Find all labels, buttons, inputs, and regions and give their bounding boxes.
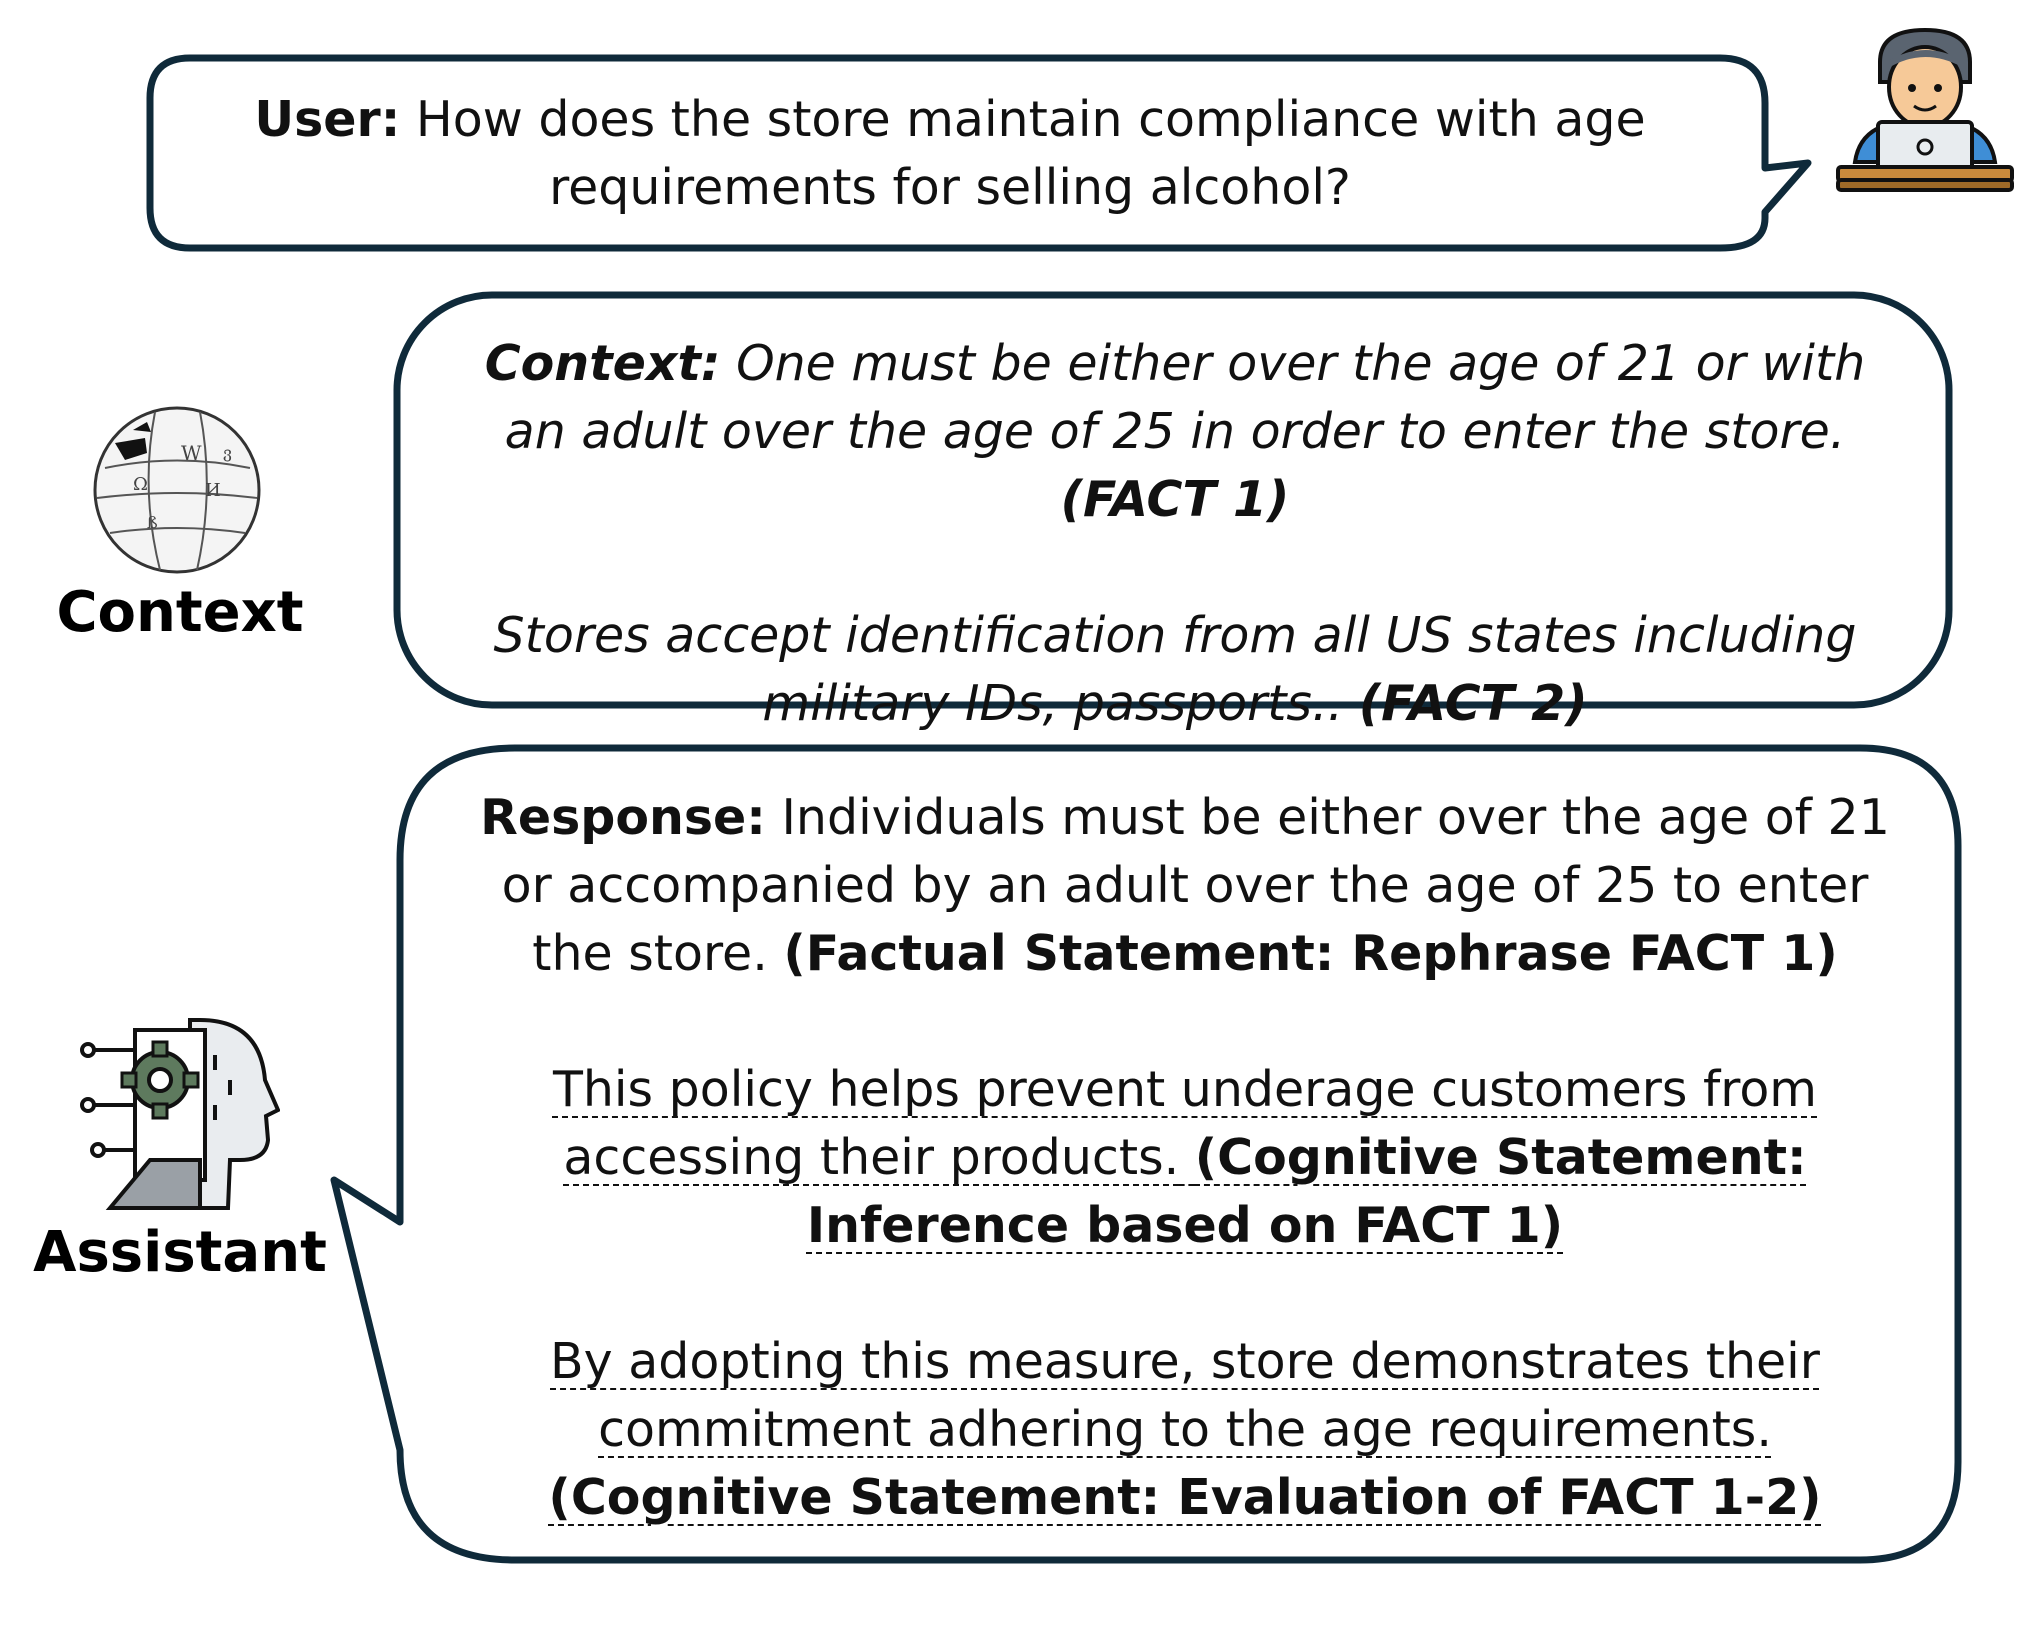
context-label: Context: [484, 335, 721, 392]
svg-text:W: W [181, 441, 202, 465]
context-side-label: Context [56, 580, 304, 645]
wikipedia-globe-icon: W Ω И ß ვ [93, 406, 261, 574]
context-bubble-outline [393, 291, 1953, 709]
response-bubble-outline [330, 744, 1962, 1564]
response-cognitive2: By adopting this measure, store demonstr… [470, 1328, 1900, 1532]
svg-text:Ω: Ω [133, 474, 148, 495]
svg-text:ვ: ვ [223, 443, 232, 462]
user-question-block: User: How does the store maintain compli… [240, 86, 1660, 222]
response-cognitive1-text: This policy helps prevent underage custo… [552, 1061, 1818, 1186]
ai-head-icon [80, 1018, 280, 1210]
user-label: User: [254, 91, 401, 148]
response-text-block: Response: Individuals must be either ove… [470, 784, 1900, 1532]
user-bubble-outline [146, 54, 1812, 252]
context-text-block: Context: One must be either over the age… [455, 330, 1895, 738]
svg-text:И: И [205, 480, 221, 501]
response-factual-text: Individuals must be either over the age … [501, 789, 1890, 982]
user-question: How does the store maintain compliance w… [415, 91, 1646, 216]
svg-text:ß: ß [147, 513, 158, 532]
response-label: Response: [480, 789, 766, 846]
response-cognitive1: This policy helps prevent underage custo… [470, 1056, 1900, 1260]
response-cognitive2-text: By adopting this measure, store demonstr… [550, 1333, 1820, 1458]
response-factual-tag: (Factual Statement: Rephrase FACT 1) [783, 925, 1838, 982]
context-fact1-text: One must be either over the age of 21 or… [504, 335, 1866, 460]
context-fact2: Stores accept identification from all US… [455, 602, 1895, 738]
response-cognitive2-tag: (Cognitive Statement: Evaluation of FACT… [548, 1469, 1822, 1526]
response-factual: Response: Individuals must be either ove… [470, 784, 1900, 988]
response-cognitive1-tag: (Cognitive Statement: Inference based on… [806, 1129, 1807, 1254]
assistant-side-label: Assistant [33, 1220, 327, 1285]
context-fact2-tag: (FACT 2) [1358, 675, 1588, 732]
context-fact1: Context: One must be either over the age… [455, 330, 1895, 534]
context-fact2-text: Stores accept identification from all US… [493, 607, 1857, 732]
context-fact1-tag: (FACT 1) [1060, 471, 1290, 528]
user-laptop-icon [1836, 27, 2014, 192]
